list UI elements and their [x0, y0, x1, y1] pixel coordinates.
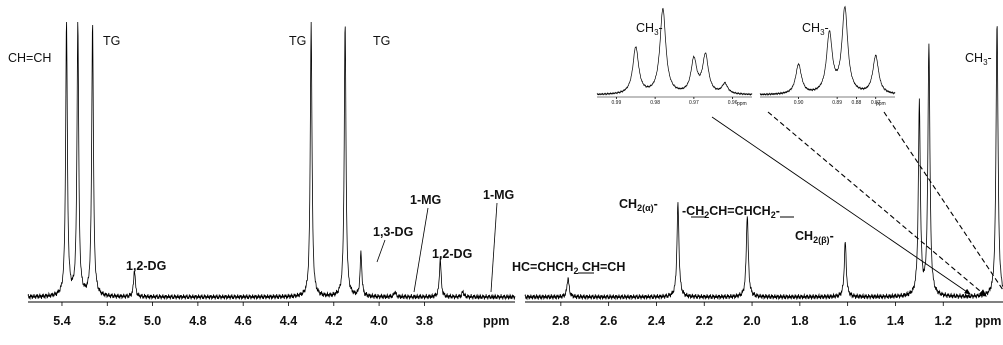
inset-2-trace	[759, 5, 896, 96]
inset-2-ch3-text: CH	[802, 21, 820, 35]
ann-allylic-tail: -	[776, 204, 780, 218]
ann-allylic-mid: CH=CHCH	[709, 204, 770, 218]
inset-2-tick-label: 0.87	[871, 100, 881, 106]
ann-ch2-alpha: CH2(α)-	[619, 197, 658, 213]
inset-1-ch3-sub: 3	[654, 28, 659, 37]
zoom-pointer-dashed-1	[767, 111, 987, 297]
left-tick-label: 3.8	[416, 314, 433, 328]
ann-hc-chch2: HC=CHCH2 CH=CH	[512, 260, 625, 276]
ann-ch3-main-sub: 3	[983, 58, 988, 67]
ann-1mg-2-pointer	[490, 202, 498, 293]
left-spectrum-panel: 5.4 5.2 5.0 4.8 4.6 4.4 4.2 4.0 3.8 ppm CH=CH TG…	[8, 21, 516, 328]
ann-allylic-main: -CH	[682, 204, 704, 218]
left-tick-label: 4.2	[325, 314, 342, 328]
ann-beta-sub: 2(β)	[813, 235, 830, 245]
inset-1-tick-label: 0.97	[689, 100, 699, 106]
ann-tg-3: TG	[373, 34, 390, 48]
inset-1-tick-label: 0.96	[728, 100, 738, 106]
inset-1-tick-label: 0.98	[650, 100, 660, 106]
ann-13dg: 1,3-DG	[373, 225, 413, 239]
inset-2-ch3-label: CH3-	[802, 21, 829, 37]
inset-1-ch3-text: CH	[636, 21, 654, 35]
left-tick-label: 4.8	[189, 314, 206, 328]
inset-1-tick-label: 0.99	[612, 100, 622, 106]
ann-ch-ch: CH=CH	[8, 51, 51, 65]
ann-tg-2: TG	[289, 34, 306, 48]
ann-allylic-sub2: 2	[771, 210, 776, 220]
left-x-axis-label: ppm	[483, 314, 509, 328]
ann-hc-sub: 2	[573, 266, 578, 276]
zoom-pointer-dashed-2	[883, 111, 1003, 291]
inset-1-ch3-label: CH3-	[636, 21, 663, 37]
inset-2-ticks: 0.90 0.89 0.88 0.87	[794, 97, 881, 106]
ann-12dg-2: 1,2-DG	[432, 247, 472, 261]
right-tick-label: 2.6	[600, 314, 617, 328]
right-tick-label: 2.0	[743, 314, 760, 328]
ann-alpha-tail: -	[654, 197, 658, 211]
ann-1mg-1-pointer	[413, 207, 429, 293]
inset-2-ch3-tail: -	[825, 21, 829, 35]
ann-ch3-main: CH3-	[965, 51, 992, 67]
right-tick-label: 2.2	[696, 314, 713, 328]
ann-beta-main: CH	[795, 229, 813, 243]
ann-tg-1: TG	[103, 34, 120, 48]
right-tick-label: 2.4	[648, 314, 665, 328]
ann-allylic-sub: 2	[704, 210, 709, 220]
left-tick-label: 4.6	[234, 314, 251, 328]
ann-alpha-sub: 2(α)	[637, 203, 654, 213]
ann-12dg-1: 1,2-DG	[126, 259, 166, 273]
right-tick-label: 2.8	[552, 314, 569, 328]
ann-1mg-1: 1-MG	[410, 193, 441, 207]
inset-1-axis-label: ppm	[737, 101, 747, 107]
left-tick-label: 4.0	[370, 314, 387, 328]
left-tick-label: 5.0	[144, 314, 161, 328]
right-x-axis-label: ppm	[975, 314, 1001, 328]
inset-2-tick-label: 0.90	[794, 100, 804, 106]
right-spectrum-trace	[524, 26, 1003, 301]
inset-2-ch3-sub: 3	[820, 28, 825, 37]
inset-2-tick-label: 0.89	[832, 100, 842, 106]
left-x-ticks: 5.4 5.2 5.0 4.8 4.6 4.4 4.2 4.0 3.8	[53, 302, 433, 328]
inset-1-trace	[596, 7, 753, 96]
zoom-pointer-solid	[711, 116, 971, 295]
inset-1-ticks: 0.99 0.98 0.97 0.96	[612, 97, 738, 106]
right-tick-label: 1.8	[791, 314, 808, 328]
ann-ch3-main-text: CH	[965, 51, 983, 65]
right-tick-label: 1.6	[839, 314, 856, 328]
ann-beta-tail: -	[830, 229, 834, 243]
inset-2-axis-label: ppm	[876, 101, 886, 107]
ann-ch2-beta: CH2(β)-	[795, 229, 834, 245]
left-tick-label: 4.4	[280, 314, 297, 328]
right-tick-label: 1.4	[887, 314, 904, 328]
inset-2-tick-label: 0.88	[852, 100, 862, 106]
inset-1-ch3-tail: -	[659, 21, 663, 35]
ann-alpha-main: CH	[619, 197, 637, 211]
ann-hc-main: HC=CHCH	[512, 260, 573, 274]
left-tick-label: 5.2	[99, 314, 116, 328]
ann-1mg-2: 1-MG	[483, 188, 514, 202]
ann-13dg-pointer	[376, 239, 386, 263]
inset-spectrum-1: 0.99 0.98 0.97 0.96 ppm CH3-	[596, 7, 753, 107]
ann-hc-tail: CH=CH	[578, 260, 625, 274]
left-tick-label: 5.4	[53, 314, 70, 328]
right-x-ticks: 2.8 2.6 2.4 2.2 2.0 1.8 1.6 1.4 1.2	[552, 302, 952, 328]
left-spectrum-trace	[27, 21, 516, 301]
ann-ch3-main-tail: -	[988, 51, 992, 65]
inset-spectrum-2: 0.90 0.89 0.88 0.87 ppm CH3-	[759, 5, 896, 107]
ann-allylic: -CH2CH=CHCH2-	[682, 204, 780, 220]
right-tick-label: 1.2	[935, 314, 952, 328]
